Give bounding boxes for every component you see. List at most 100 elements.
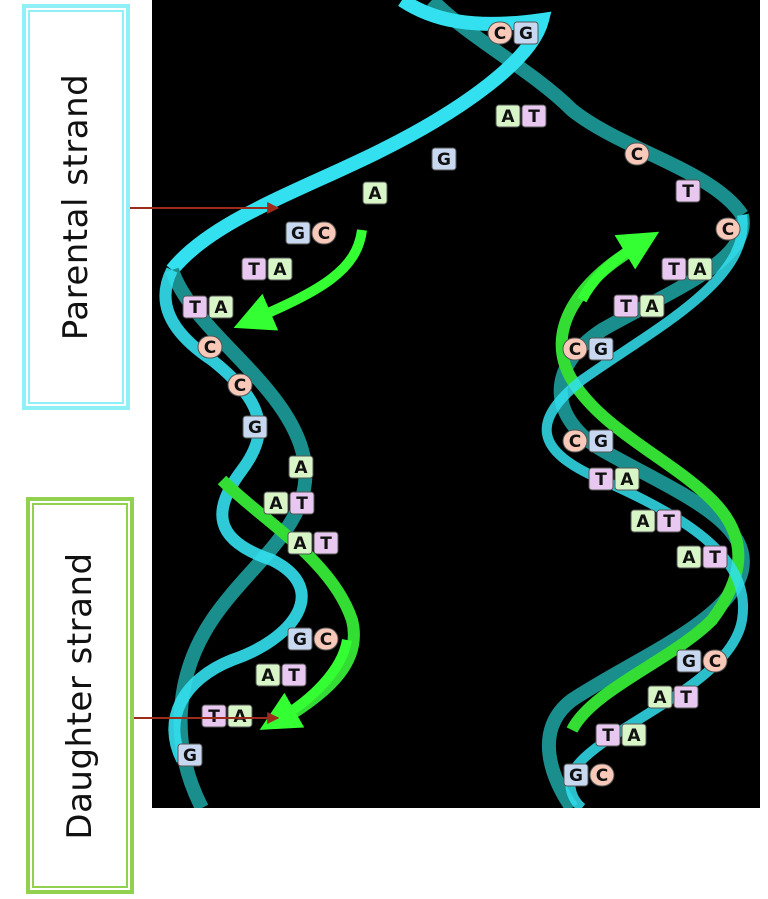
base-pair: C bbox=[715, 217, 741, 241]
base-letter: T bbox=[709, 548, 721, 568]
base-letter: T bbox=[189, 298, 201, 318]
base-letter: C bbox=[631, 145, 643, 165]
base-letter: C bbox=[722, 220, 734, 240]
base-tile-g bbox=[588, 337, 614, 361]
base-tile-t bbox=[656, 509, 682, 533]
base-tile-a bbox=[639, 294, 665, 318]
parental-strand-top bbox=[166, 0, 552, 275]
base-letter: T bbox=[663, 512, 675, 532]
base-letter: T bbox=[595, 470, 607, 490]
base-letter: A bbox=[682, 548, 696, 568]
base-letter: A bbox=[620, 470, 634, 490]
base-letter: G bbox=[291, 224, 305, 244]
base-tile-a bbox=[288, 455, 314, 479]
base-letter: A bbox=[293, 534, 307, 554]
base-letter: G bbox=[519, 24, 533, 44]
base-tile-a bbox=[287, 531, 313, 555]
base-letter: C bbox=[494, 24, 506, 44]
base-tile-t bbox=[313, 531, 339, 555]
base-tile-a bbox=[614, 467, 640, 491]
base-letter: T bbox=[248, 260, 260, 280]
base-letter: C bbox=[204, 338, 216, 358]
base-letter: C bbox=[709, 652, 721, 672]
base-letter: C bbox=[569, 340, 581, 360]
base-letter: T bbox=[680, 688, 692, 708]
base-pair: T bbox=[675, 179, 701, 203]
base-tile-a bbox=[621, 723, 647, 747]
base-letter: T bbox=[320, 534, 332, 554]
base-tile-c bbox=[313, 627, 339, 651]
base-pair: A bbox=[362, 181, 388, 205]
base-letter: G bbox=[293, 630, 307, 650]
base-letter: G bbox=[183, 746, 197, 766]
base-tile-c bbox=[487, 21, 513, 45]
base-letter: A bbox=[627, 726, 641, 746]
base-pair: C bbox=[227, 373, 253, 397]
base-pair: A bbox=[288, 455, 314, 479]
base-tile-c bbox=[227, 373, 253, 397]
base-tile-t bbox=[289, 491, 315, 515]
base-tile-g bbox=[431, 147, 457, 171]
base-letter: A bbox=[693, 260, 707, 280]
base-pair: G bbox=[177, 743, 203, 767]
base-tile-a bbox=[267, 257, 293, 281]
base-tile-a bbox=[208, 295, 234, 319]
base-letter: T bbox=[668, 260, 680, 280]
base-tile-g bbox=[242, 415, 268, 439]
base-letter: G bbox=[569, 766, 583, 786]
base-letter: T bbox=[528, 107, 540, 127]
base-tile-t bbox=[595, 723, 621, 747]
base-letter: G bbox=[682, 652, 696, 672]
base-tile-c bbox=[589, 763, 615, 787]
base-tile-g bbox=[676, 649, 702, 673]
base-tile-a bbox=[630, 509, 656, 533]
base-pair: C bbox=[624, 142, 650, 166]
parental-strand-dark bbox=[427, 0, 748, 220]
left-daughter-arrow-bottom bbox=[259, 638, 352, 730]
base-tile-a bbox=[362, 181, 388, 205]
base-tile-a bbox=[647, 685, 673, 709]
base-pair: G bbox=[431, 147, 457, 171]
base-letter: C bbox=[320, 630, 332, 650]
base-tile-a bbox=[227, 704, 253, 728]
base-tile-a bbox=[263, 491, 289, 515]
base-tile-t bbox=[613, 294, 639, 318]
base-letter: T bbox=[620, 297, 632, 317]
base-tile-c bbox=[197, 335, 223, 359]
base-tile-t bbox=[588, 467, 614, 491]
base-letter: A bbox=[214, 298, 228, 318]
base-tile-c bbox=[624, 142, 650, 166]
base-letter: G bbox=[248, 418, 262, 438]
daughter-strand-label-box: Daughter strand bbox=[26, 497, 134, 894]
parental-strand-label-box: Parental strand bbox=[22, 4, 130, 410]
base-tile-t bbox=[201, 704, 227, 728]
base-letter: T bbox=[288, 666, 300, 686]
base-tile-t bbox=[702, 545, 728, 569]
base-letter: A bbox=[653, 688, 667, 708]
base-tile-g bbox=[285, 221, 311, 245]
right-daughter-arrow bbox=[577, 231, 660, 303]
base-tile-t bbox=[675, 179, 701, 203]
base-letter: A bbox=[269, 494, 283, 514]
base-letter: G bbox=[594, 340, 608, 360]
base-letter: A bbox=[501, 107, 515, 127]
base-tile-c bbox=[311, 221, 337, 245]
